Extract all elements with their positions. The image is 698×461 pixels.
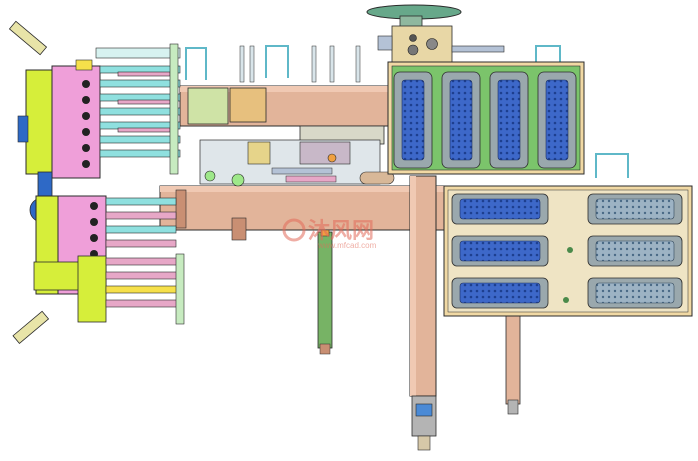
lower-connector-panel <box>443 185 693 317</box>
horizontal-connector-grey <box>587 193 683 225</box>
left-actuator-lower <box>12 195 107 344</box>
left-actuator-upper <box>8 20 181 179</box>
watermark: 沐风网 www.mfcad.com <box>282 218 377 250</box>
top-small-posts <box>239 45 361 83</box>
left-rods-upper <box>99 43 181 175</box>
vertical-post-right <box>505 311 521 415</box>
upper-beam <box>179 85 391 145</box>
top-mount-fixture <box>366 4 505 63</box>
left-rods-lower <box>105 197 185 325</box>
horizontal-connector-grey <box>587 235 683 267</box>
vertical-connector <box>489 71 529 169</box>
watermark-text: 沐风网 <box>308 219 374 244</box>
vertical-post-main <box>409 175 437 451</box>
horizontal-connector-blue <box>451 235 549 267</box>
vertical-connector <box>393 71 433 169</box>
horizontal-connector-blue <box>451 193 549 225</box>
lower-beam <box>159 185 449 241</box>
watermark-logo-icon <box>282 218 306 242</box>
vertical-connector <box>441 71 481 169</box>
top-brackets <box>185 45 629 178</box>
horizontal-connector-blue <box>451 277 549 309</box>
vertical-post-left <box>317 229 333 355</box>
vertical-connector <box>537 71 577 169</box>
horizontal-connector-grey <box>587 277 683 309</box>
upper-connector-panel <box>387 61 585 175</box>
middle-mechanism <box>199 139 395 187</box>
watermark-url: www.mfcad.com <box>317 241 377 250</box>
